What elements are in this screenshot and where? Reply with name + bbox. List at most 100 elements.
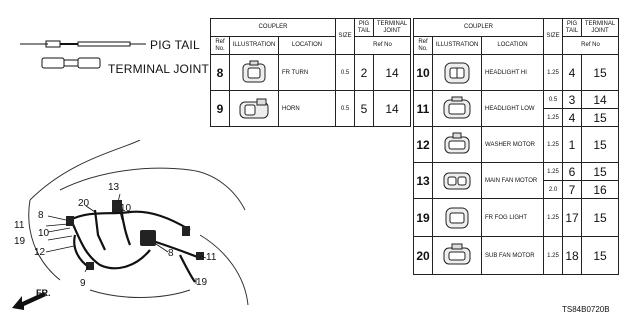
location-text: FR FOG LIGHT [481,198,544,237]
terminal-joint-value: 14 [581,90,619,109]
size-header: SIZE [543,18,563,55]
table-row: 9 HORN 0.5 5 14 [210,90,411,127]
ref-number: 12 [413,126,433,163]
terminal-joint-value: 15 [581,162,619,181]
pig-tail-value: 5 [354,90,374,127]
pig-tail-value: 17 [562,198,582,237]
fender-line [59,167,246,211]
table-row: 8 FR TURN 0.5 2 14 [210,54,411,91]
right-coupler-table: COUPLER SIZE PIG TAIL TERMINAL JOINT Ref… [413,18,619,275]
connector-icon [443,172,471,189]
pig-tail-value: 4 [562,108,582,127]
diagram-part-number: TS84B0720B [562,305,610,314]
terminal-joint-value: 14 [373,90,411,127]
table-row: 13 MAIN FAN MOTOR 1.25 6 15 [413,162,619,199]
location-text: MAIN FAN MOTOR [481,162,544,199]
terminal-joint-header: TERMINAL JOINT [581,18,619,37]
wheel-arch-line [199,234,249,306]
size-value: 1.25 [543,126,563,163]
callout-label: 9 [80,278,86,289]
illustration-header: ILLUSTRATION [432,36,482,55]
callout-label: 8 [38,210,44,221]
location-text: FR TURN [278,54,336,91]
pig-tail-label: PIG TAIL [150,38,200,52]
callout-label: 19 [196,277,208,288]
leader-lines [45,193,207,284]
coupler-header: COUPLER [413,18,544,37]
terminal-joint-label: TERMINAL JOINT [108,62,210,76]
terminal-joint-value: 15 [581,126,619,163]
table-row: 10 HEADLIGHT HI 1.25 4 15 [413,54,619,91]
size-value: 1.25 [543,236,563,275]
size-value: 1.25 [543,198,563,237]
size-value: 0.5 [543,90,563,109]
table-row: 12 WASHER MOTOR 1.25 1 15 [413,126,619,163]
location-text: HEADLIGHT HI [481,54,544,91]
location-text: SUB FAN MOTOR [481,236,544,275]
table-row: 1.25 4 15 [414,108,619,127]
ref-number: 9 [210,90,230,127]
callout-label: 10 [120,203,132,214]
table-row: 20 SUB FAN MOTOR 1.25 18 15 [413,236,619,275]
callout-label: 20 [78,198,90,209]
ref-no-span-header: Ref No [354,36,411,55]
callout-label: 8 [168,248,174,259]
size-value: 1.25 [543,108,563,127]
ref-number: 8 [210,54,230,91]
coupler-illustration [432,198,482,237]
ref-no-span-header: Ref No [562,36,619,55]
coupler-illustration [229,54,279,91]
terminal-joint-header: TERMINAL JOINT [373,18,411,37]
connector-icon [239,98,269,118]
callout-label: 10 [38,228,50,239]
callout-label: 19 [14,236,26,247]
callout-label: 11 [14,220,25,231]
callout-label: 11 [206,252,217,263]
terminal-joint-value: 16 [581,180,619,199]
pig-tail-value: 4 [562,54,582,91]
harness-diagram [28,140,249,306]
size-value: 2.0 [543,180,563,199]
bumper-lower-line [89,289,191,298]
terminal-joint-icon [41,57,101,69]
connector-icon [444,132,470,153]
location-text: HORN [278,90,336,127]
ref-number: 11 [413,90,433,127]
coupler-illustration [432,126,482,163]
illustration-header: ILLUSTRATION [229,36,279,55]
location-text: WASHER MOTOR [481,126,544,163]
terminal-joint-value: 15 [581,108,619,127]
size-value: 0.5 [335,54,355,91]
size-value: 1.25 [543,162,563,181]
ref-number: 19 [413,198,433,237]
pig-tail-icon [20,40,146,48]
left-coupler-table: COUPLER SIZE PIG TAIL TERMINAL JOINT Ref… [210,18,411,127]
terminal-joint-value: 15 [581,54,619,91]
location-text: HEADLIGHT LOW [481,90,544,127]
ref-number: 10 [413,54,433,91]
size-value: 1.25 [543,54,563,91]
coupler-illustration [432,54,482,91]
callout-label: 12 [34,247,46,258]
pig-tail-value: 18 [562,236,582,275]
table-row: 19 FR FOG LIGHT 1.25 17 15 [413,198,619,237]
size-value: 0.5 [335,90,355,127]
table-row: 11 HEADLIGHT LOW 0.5 3 14 [413,90,619,127]
connector-icon [443,243,471,264]
pig-tail-value: 6 [562,162,582,181]
hood-line [29,140,141,201]
front-arrow-icon [12,292,46,310]
pig-tail-value: 1 [562,126,582,163]
connector-icon [443,96,471,118]
ref-number: 20 [413,236,433,275]
ref-number: 13 [413,162,433,199]
connector-icon [242,60,266,82]
connector-icon [445,207,469,228]
coupler-illustration [229,90,279,127]
coupler-illustration [432,236,482,275]
callout-label: 13 [108,182,120,193]
ref-no-header: Ref No. [413,36,433,55]
pig-tail-value: 3 [562,90,582,109]
terminal-joint-value: 14 [373,54,411,91]
fr-label: FR. [36,288,51,298]
